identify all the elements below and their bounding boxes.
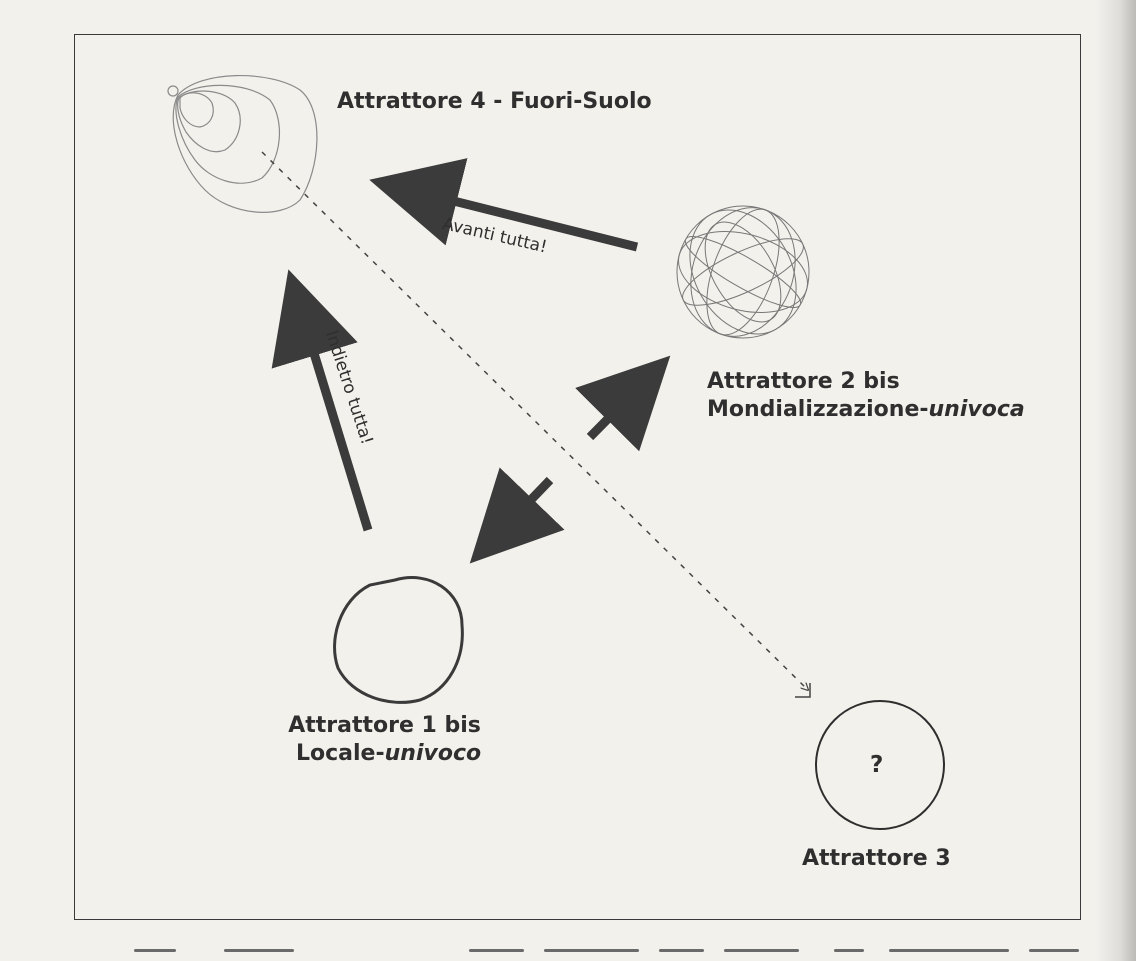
attractor1-blob	[333, 576, 464, 704]
attractor1-line2-italic: univoco	[384, 741, 482, 766]
attractor2-line2-prefix: Mondializzazione-	[707, 397, 929, 422]
attractor1-label: Attrattore 1 bis Locale-univoco	[288, 712, 481, 768]
attractor3-circle	[815, 700, 945, 830]
attractor4-title: Attrattore 4 - Fuori-Suolo	[337, 89, 652, 114]
attractor3-label: Attrattore 3	[802, 846, 951, 871]
diagram-frame	[74, 34, 1081, 920]
arrow-to-local	[469, 467, 565, 564]
arrow-backward	[271, 269, 373, 532]
attractor2-line1: Attrattore 2 bis	[707, 369, 900, 394]
dashed-arrow-corner	[795, 683, 811, 698]
dashed-trajectory	[261, 151, 808, 690]
attractor2-line2: Mondializzazione-univoca	[707, 396, 1025, 424]
attractor1-line1: Attrattore 1 bis	[288, 713, 481, 738]
attractor2-line2-italic: univoca	[928, 397, 1025, 422]
page-edge-shadow	[1096, 0, 1136, 961]
attractor3-symbol: ?	[870, 752, 884, 778]
arrow-forward	[369, 158, 639, 252]
attractor4-shape	[167, 75, 318, 213]
attractor1-line2-prefix: Locale-	[296, 741, 385, 766]
cropped-text-line	[74, 935, 1104, 961]
arrow-to-globe	[575, 355, 671, 452]
attractor2-globe	[676, 205, 810, 339]
attractor2-label: Attrattore 2 bis Mondializzazione-univoc…	[707, 368, 1025, 424]
attractor1-line2: Locale-univoco	[288, 740, 481, 768]
attractor4-label: Attrattore 4 - Fuori-Suolo	[337, 88, 652, 116]
